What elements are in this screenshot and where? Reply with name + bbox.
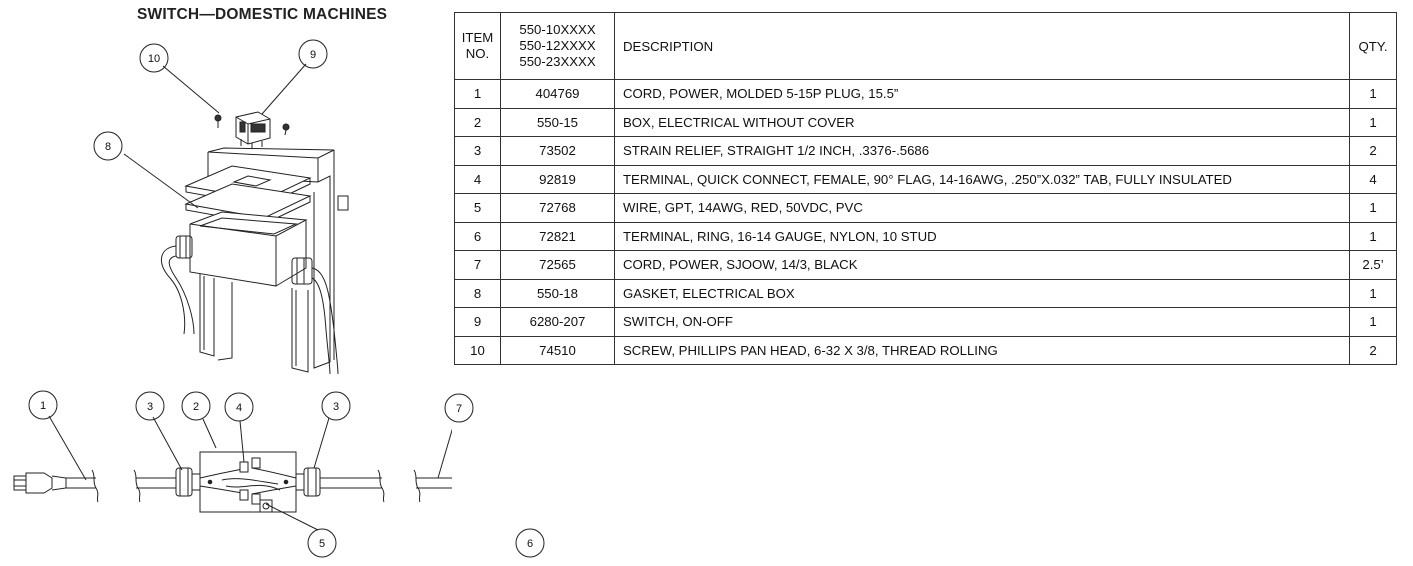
item-cell: 7: [454, 250, 501, 280]
plug-icon: [13, 472, 67, 494]
strain-relief-icon: [291, 257, 313, 285]
qty-cell: 2: [1349, 335, 1397, 365]
description-cell: CORD, POWER, SJOOW, 14/3, BLACK: [614, 250, 1350, 280]
item-cell: 4: [454, 164, 501, 194]
drawing-title: SWITCH—DOMESTIC MACHINES: [137, 6, 388, 23]
callout-5-label: 5: [319, 538, 325, 550]
description-cell: WIRE, GPT, 14AWG, RED, 50VDC, PVC: [614, 193, 1350, 223]
electrical-box-icon: [189, 211, 308, 287]
description-cell: GASKET, ELECTRICAL BOX: [614, 278, 1350, 308]
rocker-switch-icon: [235, 111, 271, 149]
header-item-line1: ITEM: [461, 30, 494, 45]
callout-6-label: 6: [527, 538, 533, 550]
header-qty: QTY.: [1349, 12, 1397, 80]
gasket-plate-icon: [184, 165, 312, 225]
header-part-numbers: 550-10XXXX 550-12XXXX 550-23XXXX: [500, 12, 615, 80]
quick-connect-terminal-icon: [239, 457, 261, 505]
part-cell: 72565: [500, 250, 615, 280]
bill-of-materials-table: ITEM NO. 550-10XXXX 550-12XXXX 550-23XXX…: [454, 12, 1397, 365]
callout-2-label: 2: [193, 401, 199, 413]
callout-9-label: 9: [310, 49, 316, 61]
qty-cell: 2.5’: [1349, 250, 1397, 280]
callout-3-right-label: 3: [333, 401, 339, 413]
item-cell: 3: [454, 136, 501, 166]
callout-10-label: 10: [148, 53, 160, 65]
strain-relief-icon: [295, 467, 321, 497]
qty-cell: 1: [1349, 221, 1397, 251]
callout-1-label: 1: [40, 400, 46, 412]
description-cell: BOX, ELECTRICAL WITHOUT COVER: [614, 107, 1350, 137]
item-cell: 6: [454, 221, 501, 251]
qty-cell: 1: [1349, 79, 1397, 109]
description-cell: SWITCH, ON-OFF: [614, 307, 1350, 337]
qty-cell: 1: [1349, 278, 1397, 308]
callout-7-label: 7: [456, 403, 462, 415]
description-cell: TERMINAL, QUICK CONNECT, FEMALE, 90° FLA…: [614, 164, 1350, 194]
switch-assembly-illustration: [161, 111, 349, 375]
item-cell: 5: [454, 193, 501, 223]
item-cell: 8: [454, 278, 501, 308]
part-cell: 550-18: [500, 278, 615, 308]
qty-cell: 1: [1349, 107, 1397, 137]
part-cell: 6280-207: [500, 307, 615, 337]
callout-3-left-label: 3: [147, 401, 153, 413]
part-cell: 72768: [500, 193, 615, 223]
exploded-assembly-drawing: 10 9 8 1 3 2 4 3: [13, 39, 452, 531]
qty-cell: 1: [1349, 193, 1397, 223]
callouts-overflow: 7 5 6: [307, 393, 545, 558]
part-cell: 404769: [500, 79, 615, 109]
screw-icon: [214, 114, 290, 136]
description-cell: SCREW, PHILLIPS PAN HEAD, 6-32 X 3/8, TH…: [614, 335, 1350, 365]
qty-cell: 1: [1349, 307, 1397, 337]
header-description: DESCRIPTION: [614, 12, 1350, 80]
header-item-no: ITEM NO.: [454, 12, 501, 80]
part-cell: 72821: [500, 221, 615, 251]
strain-relief-icon: [175, 235, 193, 259]
part-cell: 550-15: [500, 107, 615, 137]
item-cell: 10: [454, 335, 501, 365]
qty-cell: 2: [1349, 136, 1397, 166]
description-cell: CORD, POWER, MOLDED 5-15P PLUG, 15.5”: [614, 79, 1350, 109]
part-cell: 92819: [500, 164, 615, 194]
item-cell: 1: [454, 79, 501, 109]
callout-4-label: 4: [236, 402, 242, 414]
header-part-line3: 550-23XXXX: [519, 54, 596, 69]
header-part-line2: 550-12XXXX: [519, 38, 596, 53]
header-part-line1: 550-10XXXX: [519, 22, 596, 37]
description-cell: TERMINAL, RING, 16-14 GAUGE, NYLON, 10 S…: [614, 221, 1350, 251]
description-cell: STRAIN RELIEF, STRAIGHT 1/2 INCH, .3376-…: [614, 136, 1350, 166]
item-cell: 9: [454, 307, 501, 337]
table-header-row: ITEM NO. 550-10XXXX 550-12XXXX 550-23XXX…: [454, 12, 1397, 80]
callout-8-label: 8: [105, 141, 111, 153]
wiring-schematic: [13, 451, 452, 513]
part-cell: 74510: [500, 335, 615, 365]
part-cell: 73502: [500, 136, 615, 166]
header-item-line2: NO.: [465, 46, 490, 61]
qty-cell: 4: [1349, 164, 1397, 194]
item-cell: 2: [454, 107, 501, 137]
